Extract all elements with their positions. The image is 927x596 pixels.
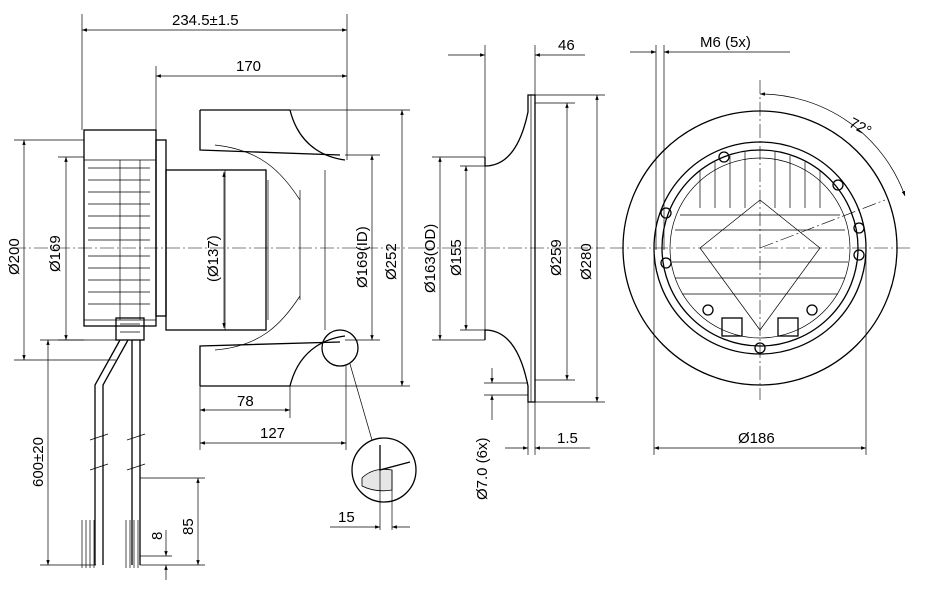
dim-len-127: 127 <box>260 425 285 442</box>
dim-cable-85: 85 <box>180 518 197 535</box>
dim-angle72: 72° <box>846 115 874 141</box>
dim-cable-8: 8 <box>149 532 166 540</box>
dim-d163-od: Ø163(OD) <box>422 224 439 293</box>
dim-cable-600: 600±20 <box>30 437 47 487</box>
motor-housing <box>83 129 267 331</box>
cable-gland <box>115 317 145 341</box>
dim-holes-7: Ø7.0 (6x) <box>474 437 491 500</box>
dim-d252: Ø252 <box>383 243 400 280</box>
dim-d137: (Ø137) <box>205 235 222 282</box>
dim-d259: Ø259 <box>548 239 565 276</box>
inlet-ring-view: 46 Ø163(OD) Ø155 Ø259 Ø280 Ø7.0 (6x) 1.5 <box>420 37 605 500</box>
dim-d169: Ø169 <box>47 235 64 272</box>
dim-overall-length: 234.5±1.5 <box>172 12 239 29</box>
detail-marker <box>321 329 359 367</box>
dim-length-170: 170 <box>236 58 261 75</box>
dim-d200: Ø200 <box>6 238 23 275</box>
dim-d169-id: Ø169(ID) <box>354 226 371 288</box>
dim-d155: Ø155 <box>448 239 465 276</box>
detail-view <box>351 437 417 530</box>
dim-d186: Ø186 <box>738 430 775 447</box>
mounting-holes <box>660 151 865 354</box>
dim-len-78: 78 <box>237 393 254 410</box>
dim-detail-15: 15 <box>338 509 355 526</box>
side-view: 234.5±1.5 170 Ø200 Ø169 (Ø137) Ø169(ID) … <box>6 12 420 580</box>
cables <box>81 339 146 568</box>
impeller-profile <box>199 109 346 387</box>
dim-t15: 1.5 <box>557 430 578 447</box>
dim-d280: Ø280 <box>578 243 595 280</box>
dim-w46: 46 <box>558 37 575 54</box>
dim-m6: M6 (5x) <box>700 34 751 51</box>
front-view: M6 (5x) 72° Ø186 <box>610 34 912 455</box>
